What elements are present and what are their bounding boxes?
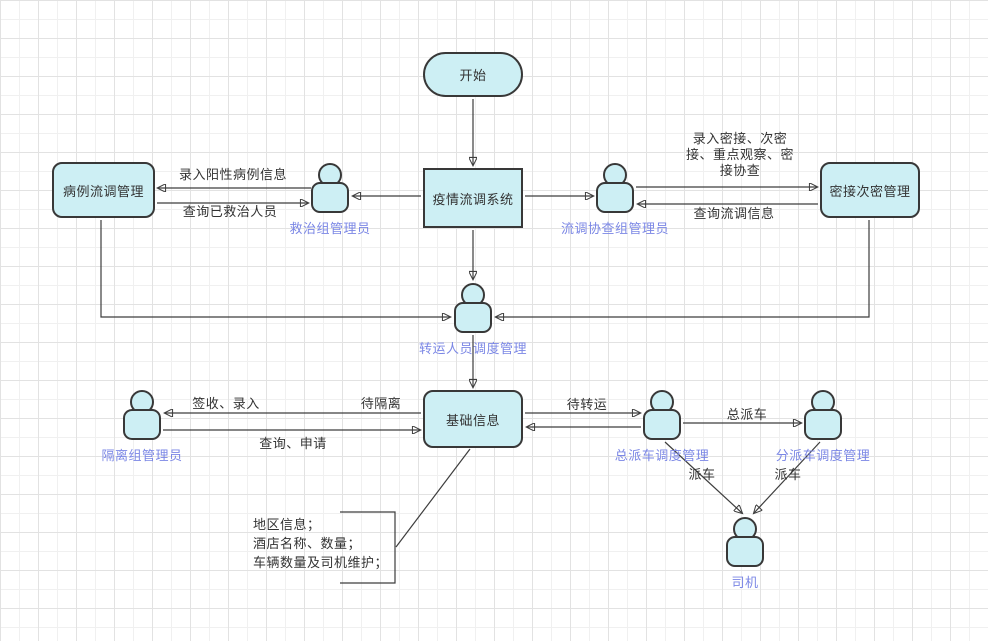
actor-transfer-dispatch[interactable]: 转运人员调度管理 [403, 283, 543, 357]
node-start[interactable]: 开始 [423, 52, 523, 97]
edge-label-main-dispatch-car: 总派车 [726, 407, 768, 422]
person-icon [595, 163, 635, 213]
edge-label-query-apply: 查询、申请 [259, 436, 327, 451]
actor-label: 隔离组管理员 [101, 448, 183, 463]
actor-quarantine-admin[interactable]: 隔离组管理员 [72, 390, 212, 464]
actor-label: 救治组管理员 [289, 221, 371, 236]
person-icon [725, 517, 765, 567]
edge-label-enter-positive-case: 录入阳性病例信息 [178, 167, 287, 182]
edge-label-to-transfer: 待转运 [566, 397, 608, 412]
actor-label: 转运人员调度管理 [418, 341, 527, 356]
node-case-mgmt[interactable]: 病例流调管理 [52, 162, 155, 218]
actor-label: 司机 [731, 575, 759, 590]
edge-label-query-flow-info: 查询流调信息 [693, 206, 775, 221]
edge-label-query-treated: 查询已救治人员 [182, 204, 278, 219]
actor-label: 分派车调度管理 [775, 448, 871, 463]
actor-main-dispatch[interactable]: 总派车调度管理 [592, 390, 732, 464]
edge-label-enter-close-contacts: 录入密接、次密 接、重点观察、密 接协查 [685, 131, 794, 178]
person-icon [803, 390, 843, 440]
actor-label: 流调协查组管理员 [560, 221, 669, 236]
edge-label-to-quarantine: 待隔离 [360, 396, 402, 411]
annotation-text: 地区信息； 酒店名称、数量； 车辆数量及司机维护； [253, 517, 389, 570]
actor-label: 总派车调度管理 [614, 448, 710, 463]
node-system[interactable]: 疫情流调系统 [423, 168, 523, 228]
actor-sub-dispatch[interactable]: 分派车调度管理 [753, 390, 893, 464]
person-icon [310, 163, 350, 213]
node-basic-info[interactable]: 基础信息 [423, 390, 523, 448]
person-icon [642, 390, 682, 440]
actor-driver[interactable]: 司机 [675, 517, 815, 591]
person-icon [453, 283, 493, 333]
actor-rescue-admin[interactable]: 救治组管理员 [260, 163, 400, 237]
edge-label-dispatch-car-left: 派车 [688, 467, 716, 482]
edge-label-sign-enter: 签收、录入 [192, 396, 260, 411]
node-close-contact-mgmt[interactable]: 密接次密管理 [820, 162, 920, 218]
actor-investigation-admin[interactable]: 流调协查组管理员 [545, 163, 685, 237]
edge-label-dispatch-car-right: 派车 [774, 467, 802, 482]
person-icon [122, 390, 162, 440]
